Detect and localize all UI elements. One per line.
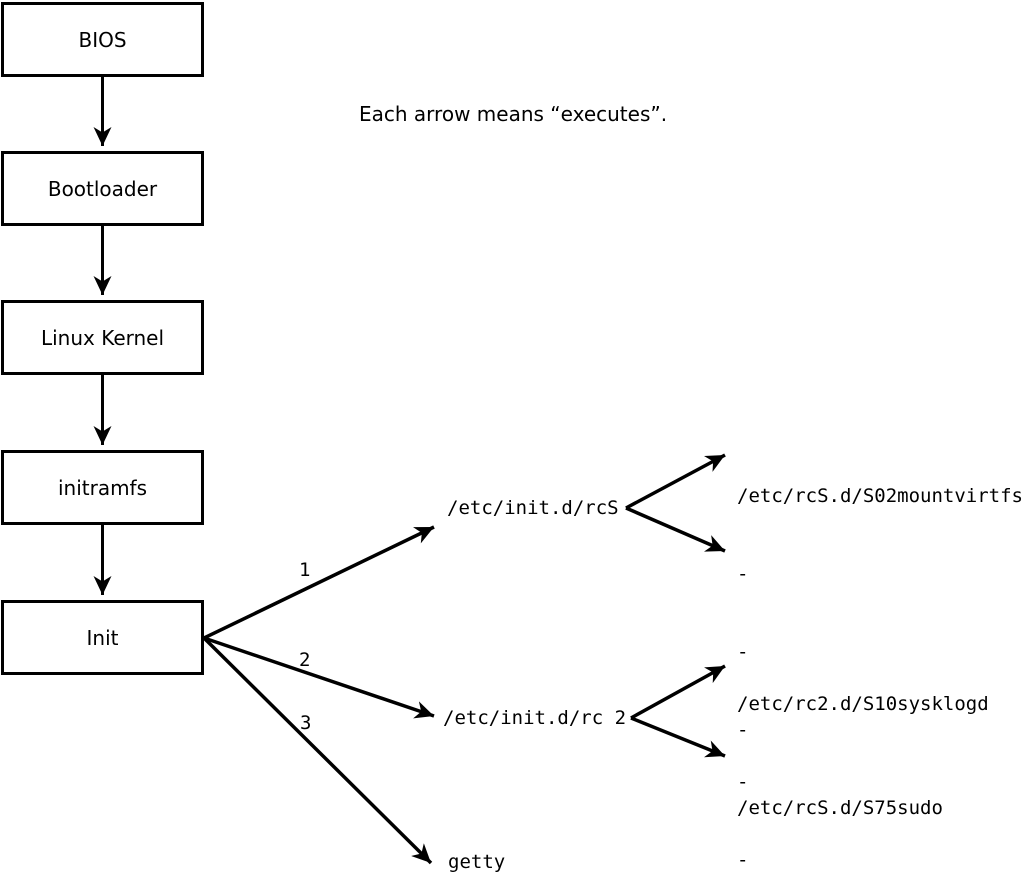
node-initramfs: initramfs [1, 450, 204, 525]
rcS-script-ellipsis-3: - [737, 719, 749, 741]
arrow-rc2-to-s10sysklogd [630, 664, 726, 720]
branch-number-3: 3 [300, 712, 312, 734]
branch-number-1: 1 [299, 559, 311, 581]
rc2-script-list: /etc/rc2.d/S10sysklogd - - - /etc/rc2.d/… [737, 639, 989, 875]
legend-note: Each arrow means “executes”. [359, 102, 668, 126]
node-init: Init [1, 600, 204, 675]
node-bootloader-label: Bootloader [47, 176, 158, 201]
node-linux-kernel: Linux Kernel [1, 300, 204, 375]
node-initramfs-label: initramfs [57, 475, 148, 500]
arrow-rc2-to-s99gdm [630, 716, 726, 758]
rcS-script-s02mountvirtfs: /etc/rcS.d/S02mountvirtfs [737, 485, 1023, 507]
branch-number-2: 2 [299, 649, 311, 671]
rcS-script-ellipsis-1: - [737, 563, 749, 585]
target-getty: getty [448, 851, 506, 873]
rcS-script-ellipsis-2: - [737, 641, 749, 663]
node-bios: BIOS [1, 2, 204, 77]
arrow-init-to-rc2 [203, 636, 435, 719]
target-rcS: /etc/init.d/rcS [447, 497, 619, 519]
arrow-init-to-rcS [203, 525, 435, 640]
node-linux-kernel-label: Linux Kernel [40, 325, 165, 350]
arrow-init-to-getty [202, 636, 433, 865]
rc2-script-s10sysklogd: /etc/rc2.d/S10sysklogd [737, 693, 989, 715]
rcS-script-list: /etc/rcS.d/S02mountvirtfs - - - /etc/rcS… [737, 431, 1023, 873]
rc2-script-ellipsis-2: - [737, 849, 749, 871]
node-bootloader: Bootloader [1, 151, 204, 226]
rcS-script-s75sudo: /etc/rcS.d/S75sudo [737, 797, 943, 819]
node-init-label: Init [86, 625, 119, 650]
rc2-script-ellipsis-1: - [737, 771, 749, 793]
arrow-rcS-to-s75sudo [625, 506, 726, 553]
node-bios-label: BIOS [78, 27, 127, 52]
target-rc2: /etc/init.d/rc 2 [443, 707, 627, 729]
arrow-rcS-to-s02mountvirtfs [625, 453, 726, 510]
